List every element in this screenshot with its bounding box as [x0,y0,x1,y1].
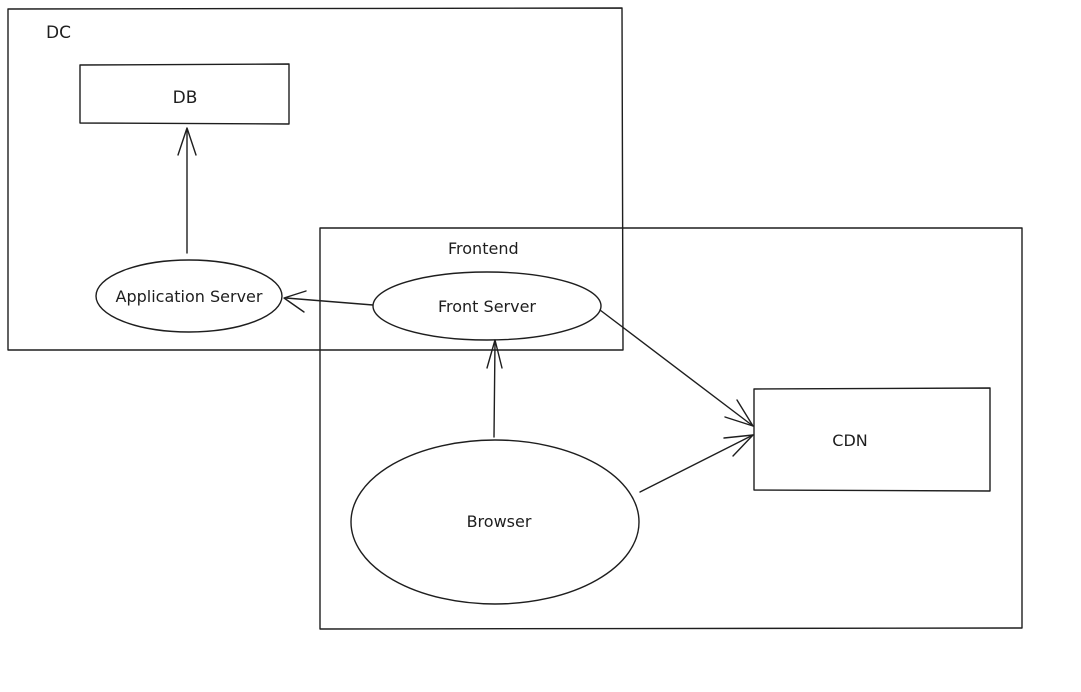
edge-line [599,309,754,427]
arrowhead-icon [486,339,503,369]
db-label: DB [173,88,198,108]
app-server-label: Application Server [116,287,263,306]
edge-front-to-app [283,290,374,313]
edge-line [493,341,496,438]
db-node[interactable]: DB [79,63,290,125]
app-server-node[interactable]: Application Server [95,259,283,333]
browser-ellipse [350,439,640,605]
front-server-node[interactable]: Front Server [372,271,602,341]
cdn-box [753,387,991,492]
frontend-group-border [319,227,1023,630]
arrowhead-icon [723,434,754,457]
frontend-group-label: Frontend [448,239,519,258]
browser-label: Browser [467,512,532,531]
arrowhead-icon [177,127,197,156]
arrowhead-icon [283,290,307,313]
edge-browser-to-front [486,339,503,438]
front-server-label: Front Server [438,297,536,316]
edge-browser-to-cdn [639,434,754,493]
cdn-node[interactable]: CDN [753,387,991,492]
browser-node[interactable]: Browser [350,439,640,605]
cdn-label: CDN [832,431,867,450]
dc-group-label: DC [46,23,71,43]
edge-front-to-cdn [599,309,754,427]
edge-app-to-db [177,127,197,254]
front-server-ellipse [372,271,602,341]
db-box [79,63,290,125]
dc-group-border [7,7,624,351]
edge-line [285,297,374,306]
edge-line [639,434,754,493]
arrowhead-icon [724,399,754,427]
frontend-group[interactable]: Frontend [319,227,1023,630]
app-server-ellipse [95,259,283,333]
dc-group[interactable]: DC [7,7,624,351]
